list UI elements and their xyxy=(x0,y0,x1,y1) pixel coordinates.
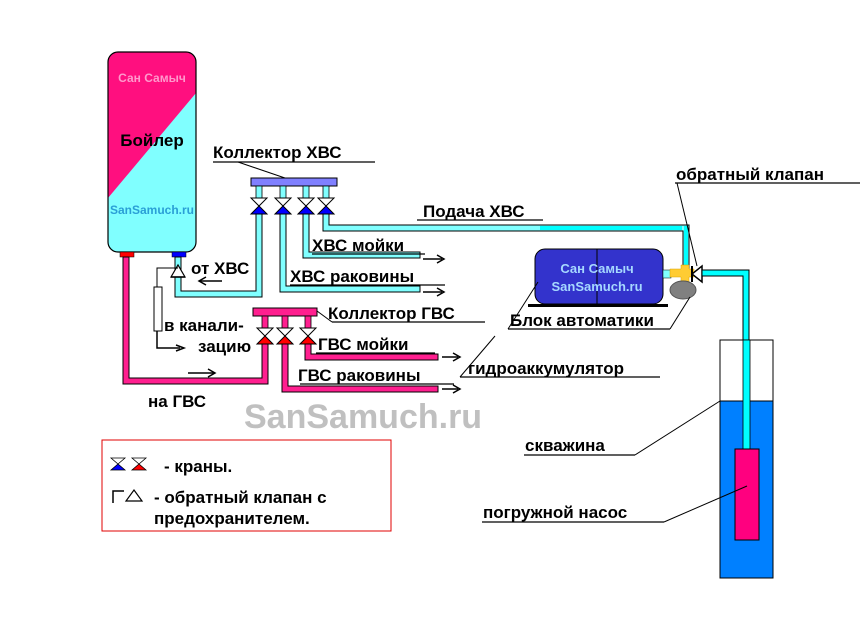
automation-brand-bottom: SanSamuch.ru xyxy=(551,279,642,294)
cold-valve-icon[interactable] xyxy=(317,197,335,215)
label-to-sewer-line2: зацию xyxy=(198,337,251,356)
arrow-icon xyxy=(436,254,446,264)
legend-valves-text: - краны. xyxy=(164,457,232,476)
hot-collector-bar xyxy=(252,307,318,317)
cold-collector xyxy=(250,177,338,215)
boiler: Сан Самыч Бойлер SanSamuch.ru xyxy=(107,51,197,258)
label-from-cold: от ХВС xyxy=(191,259,249,278)
arrow-icon xyxy=(175,344,187,352)
cold-collector-bar xyxy=(250,177,338,187)
hot-pipe-washbasin xyxy=(281,343,439,393)
arrow-icon xyxy=(207,368,217,378)
boiler-outline xyxy=(107,51,197,253)
submersible-pump xyxy=(734,448,760,541)
label-cold-collector: Коллектор ХВС xyxy=(213,143,342,162)
legend-box xyxy=(101,439,392,532)
legend-check-valve-line1: - обратный клапан с xyxy=(154,488,327,507)
arrow-icon xyxy=(452,352,462,362)
cold-valve-icon[interactable] xyxy=(250,197,268,215)
automation-brand-top: Сан Самыч xyxy=(560,261,633,276)
label-cold-sink: ХВС мойки xyxy=(312,236,404,255)
label-check-valve: обратный клапан xyxy=(676,165,824,184)
label-to-sewer-line1: в канали- xyxy=(164,316,244,335)
boiler-title: Бойлер xyxy=(120,131,183,150)
boiler-brand-bottom: SanSamuch.ru xyxy=(110,203,194,217)
watermark: SanSamuch.ru xyxy=(244,398,482,436)
label-hot-sink: ГВС мойки xyxy=(318,335,408,354)
drain-funnel xyxy=(153,286,163,332)
label-cold-supply: Подача ХВС xyxy=(423,202,525,221)
label-automation-unit: Блок автоматики xyxy=(510,311,654,330)
label-cold-washbasin: ХВС раковины xyxy=(290,267,414,286)
boiler-hot-outlet xyxy=(119,251,135,258)
legend-check-valve-icon xyxy=(112,488,144,503)
cold-pipe-washbasin xyxy=(279,213,421,293)
hot-pipe-sink xyxy=(304,343,439,361)
hot-valve-icon[interactable] xyxy=(276,327,294,345)
label-hot-washbasin: ГВС раковины xyxy=(298,366,420,385)
legend-cold-valve-icon xyxy=(109,457,127,471)
label-submersible-pump: погружной насос xyxy=(483,503,627,522)
label-accumulator: гидроаккумулятор xyxy=(468,359,624,378)
cold-valve-icon[interactable] xyxy=(297,197,315,215)
label-well: скважина xyxy=(525,436,605,455)
drain-line xyxy=(156,267,178,287)
legend: - краны. - обратный клапан с предохранит… xyxy=(101,439,392,532)
automation-unit: Сан Самыч SanSamuch.ru xyxy=(528,248,703,307)
automation-body xyxy=(534,248,664,305)
drain-line-bottom xyxy=(156,331,180,349)
arrow-icon xyxy=(436,287,446,297)
safety-check-valve-icon xyxy=(169,263,187,278)
label-hot-collector: Коллектор ГВС xyxy=(328,304,455,323)
boiler-hot-zone xyxy=(108,52,196,198)
arrow-icon xyxy=(452,384,462,394)
well xyxy=(719,339,774,579)
well-riser-pipe xyxy=(742,339,751,453)
cold-inlet-to-boiler xyxy=(153,209,263,352)
automation-base xyxy=(528,304,668,307)
legend-hot-valve-icon xyxy=(130,457,148,471)
check-valve-icon xyxy=(690,264,703,284)
hot-valve-icon[interactable] xyxy=(299,327,317,345)
label-to-hot: на ГВС xyxy=(148,392,206,411)
boiler-brand-top: Сан Самыч xyxy=(118,71,186,85)
hot-valve-icon[interactable] xyxy=(256,327,274,345)
cold-valve-icon[interactable] xyxy=(274,197,292,215)
legend-check-valve-line2: предохранителем. xyxy=(154,509,310,528)
accumulator-tank xyxy=(669,280,697,300)
arrow-icon xyxy=(197,276,207,286)
hot-collector xyxy=(252,307,318,345)
tee-fitting xyxy=(669,264,695,284)
boiler-cold-inlet xyxy=(171,251,187,258)
